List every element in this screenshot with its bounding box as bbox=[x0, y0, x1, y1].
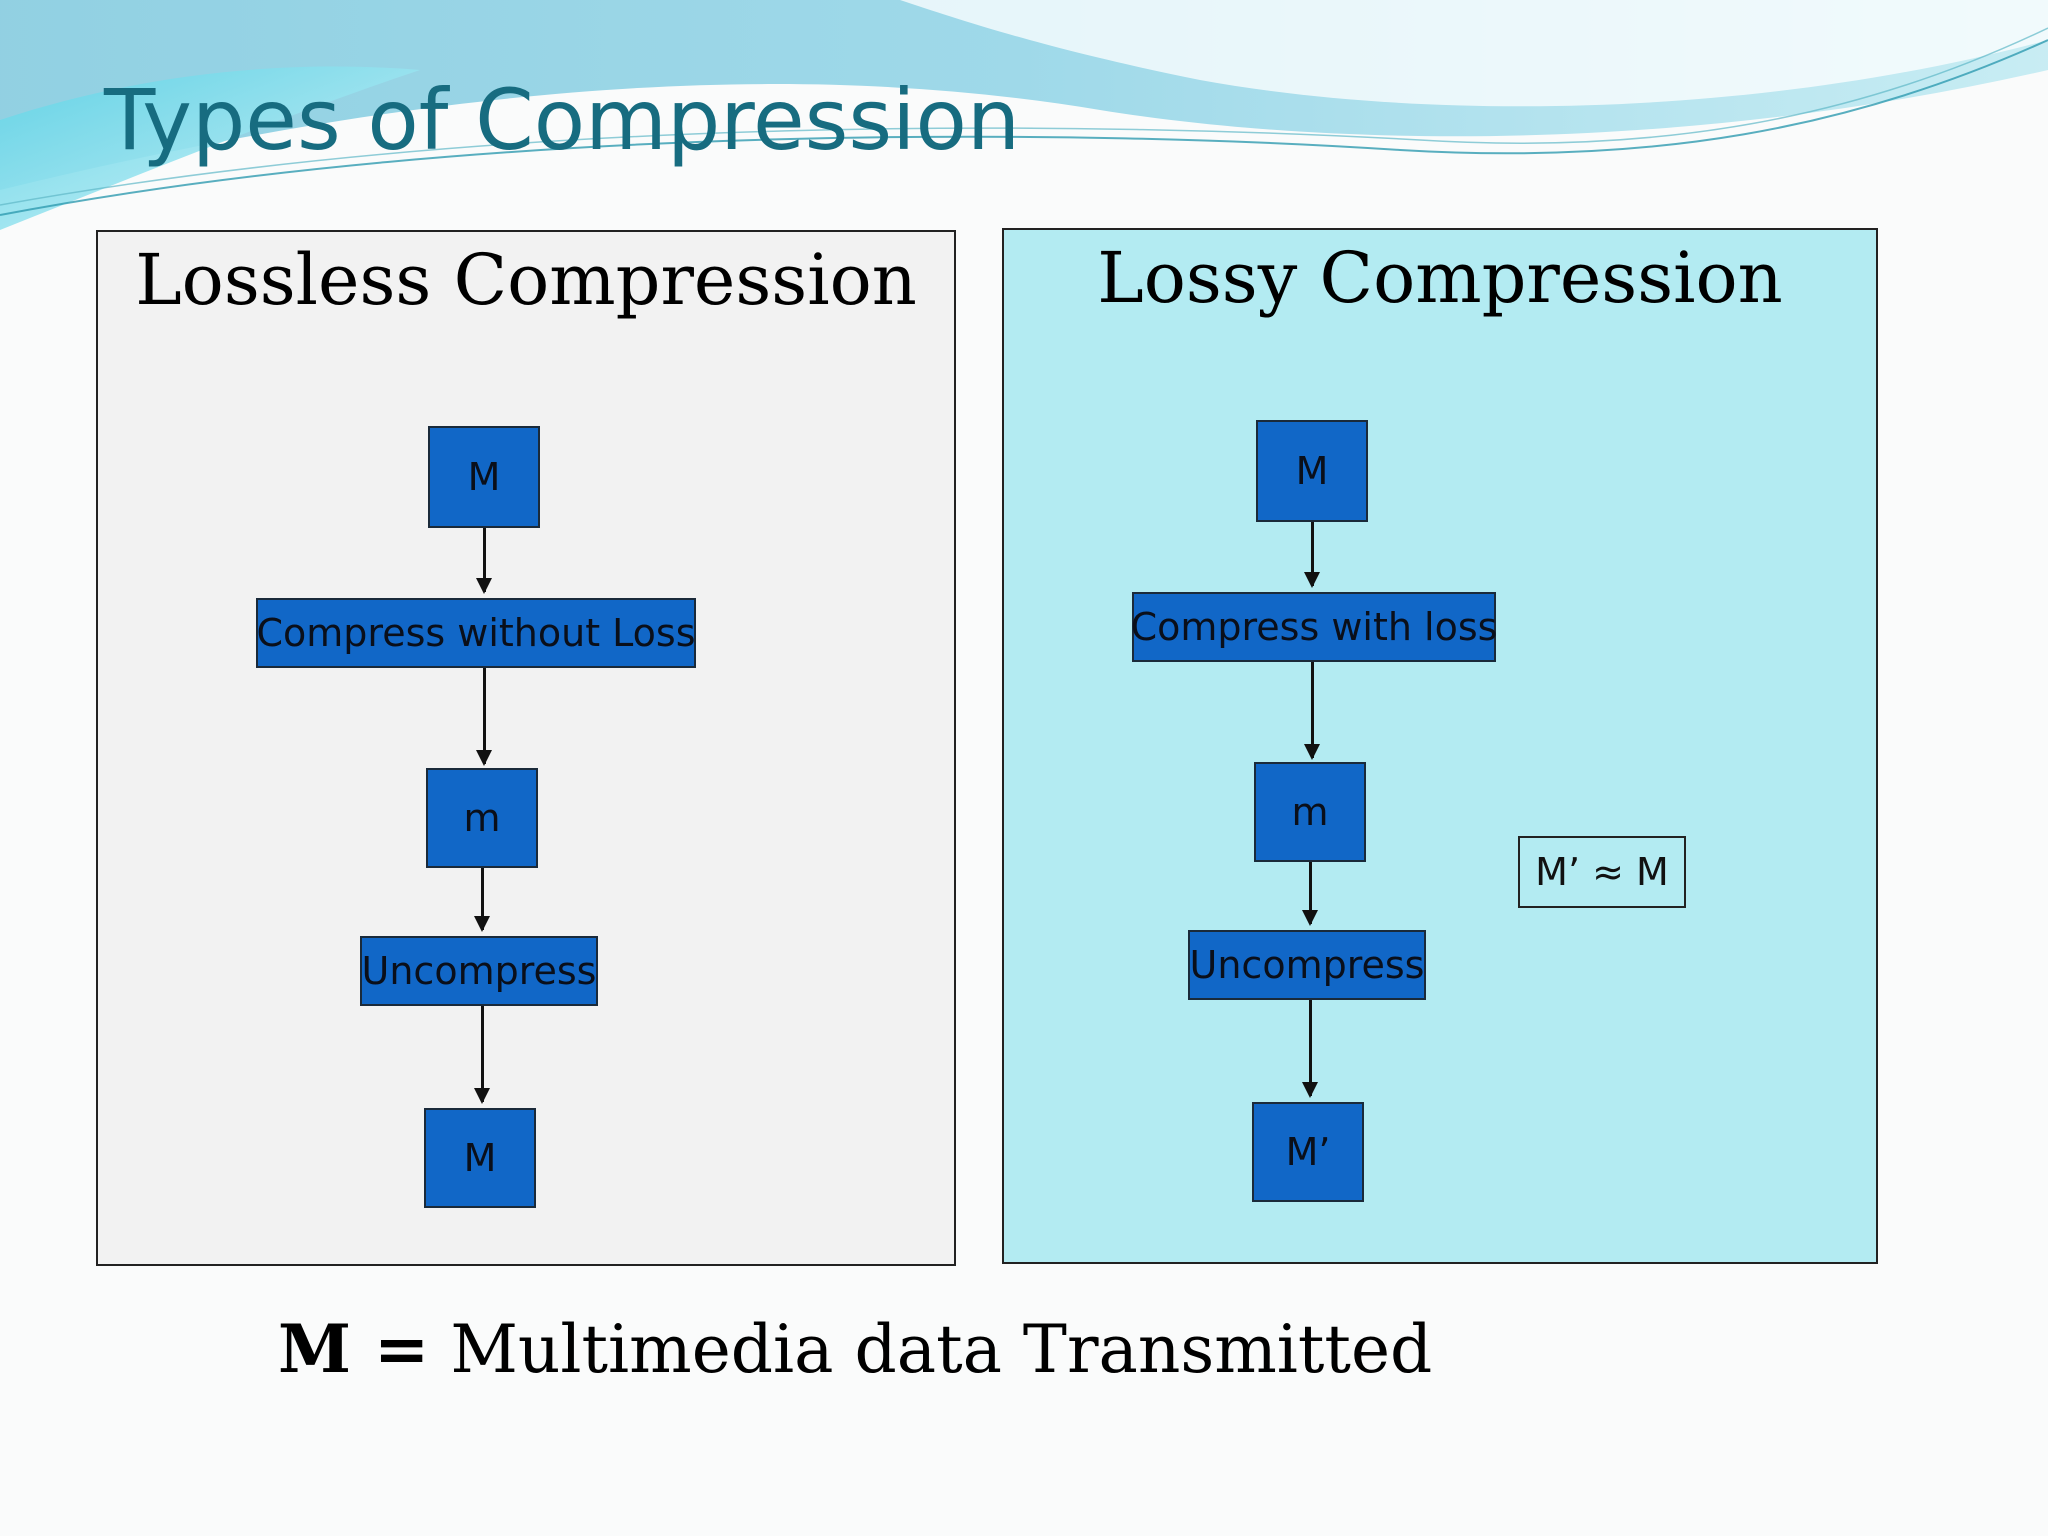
lossless-arrow-4 bbox=[474, 1006, 490, 1104]
lossless-output-node: M bbox=[424, 1108, 536, 1208]
lossy-arrow-2 bbox=[1304, 662, 1320, 760]
lossy-arrow-3 bbox=[1302, 862, 1318, 926]
lossy-compress-node: Compress with loss bbox=[1131, 592, 1497, 662]
lossless-uncompress-node: Uncompress bbox=[360, 936, 598, 1006]
lossless-panel: Lossless Compression M Compress without … bbox=[96, 230, 956, 1266]
lossy-arrow-4 bbox=[1302, 1000, 1318, 1098]
lossy-input-node: M bbox=[1256, 420, 1368, 522]
legend-definition: M = Multimedia data Transmitted bbox=[278, 1310, 1432, 1389]
background-waves bbox=[0, 0, 2048, 230]
lossless-arrow-3 bbox=[474, 868, 490, 932]
lossy-output-node: M’ bbox=[1252, 1102, 1364, 1202]
lossless-heading: Lossless Compression bbox=[135, 239, 917, 321]
legend-text: Multimedia data Transmitted bbox=[429, 1311, 1433, 1388]
approximation-note: M’ ≈ M bbox=[1518, 836, 1686, 908]
lossy-arrow-1 bbox=[1304, 522, 1320, 588]
lossless-arrow-1 bbox=[476, 528, 492, 594]
lossy-compressed-node: m bbox=[1254, 762, 1366, 862]
lossy-panel: Lossy Compression M Compress with loss m… bbox=[1002, 228, 1878, 1264]
lossless-input-node: M bbox=[428, 426, 540, 528]
lossless-compress-node: Compress without Loss bbox=[256, 598, 696, 668]
lossless-arrow-2 bbox=[476, 668, 492, 766]
legend-symbol: M = bbox=[278, 1310, 430, 1388]
lossy-heading: Lossy Compression bbox=[1097, 237, 1783, 319]
lossy-uncompress-node: Uncompress bbox=[1188, 930, 1426, 1000]
lossless-compressed-node: m bbox=[426, 768, 538, 868]
slide-title: Types of Compression bbox=[104, 71, 1021, 169]
